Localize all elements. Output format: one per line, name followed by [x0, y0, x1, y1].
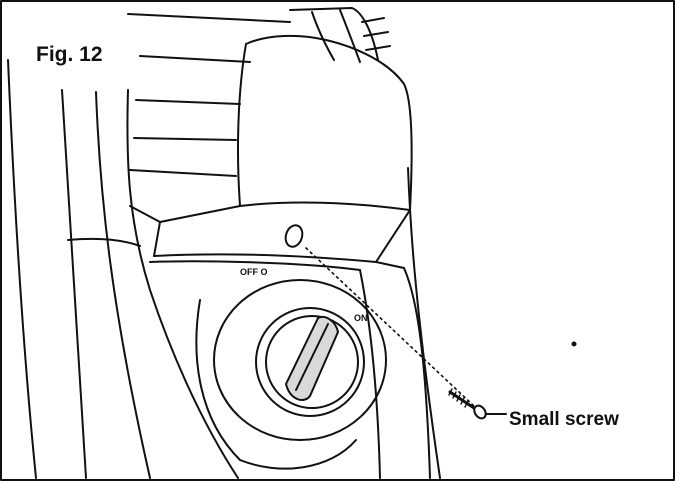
- switch-bezel-outer: [213, 279, 387, 441]
- top-rib-1: [139, 55, 251, 63]
- cover-top-outline: [245, 34, 413, 211]
- handle-grip-rib-2: [363, 31, 389, 37]
- small-screw-icon: [448, 388, 487, 420]
- right-panel-inner-edge: [359, 269, 381, 479]
- housing-left-inner-edge: [61, 89, 87, 479]
- handle-grip-rib-1: [361, 17, 385, 23]
- handle-grip-ridge-2: [339, 9, 361, 63]
- hose-right-edge: [126, 89, 239, 479]
- right-housing-edge: [407, 167, 441, 479]
- rotary-knob-ridge: [295, 323, 329, 391]
- cord-band: [67, 237, 141, 247]
- cover-front-top-edge: [239, 201, 411, 211]
- handle-grip-outline: [289, 7, 379, 61]
- figure-title: Fig. 12: [32, 44, 109, 67]
- housing-left-edge: [7, 59, 37, 479]
- cover-bottom-edge: [153, 253, 377, 263]
- screw-guide-line: [305, 247, 475, 407]
- switch-off-label: OFF O: [240, 267, 268, 277]
- cover-left-edge: [237, 43, 247, 207]
- handle-grip-rib-3: [365, 45, 391, 51]
- stray-dot: [571, 341, 577, 347]
- switch-bezel-inner: [265, 315, 359, 409]
- cover-front-right-edge: [375, 209, 411, 263]
- cover-left-return: [129, 205, 161, 223]
- handle-grip-ridge-1: [311, 11, 335, 61]
- screw-hole: [284, 224, 304, 248]
- switch-on-label: ON: [354, 313, 368, 323]
- top-rib-4: [129, 169, 237, 177]
- switch-plate-top: [149, 260, 361, 271]
- top-rib-2: [135, 99, 241, 105]
- right-panel-edge: [375, 261, 431, 479]
- top-edge-line: [127, 13, 291, 23]
- hose-left-edge: [95, 91, 151, 479]
- switch-plate-curve: [195, 299, 357, 470]
- top-rib-3: [133, 137, 237, 141]
- switch-bezel-ring: [255, 307, 365, 417]
- cover-front-left-edge: [153, 205, 241, 257]
- small-screw-label: Small screw: [509, 409, 619, 430]
